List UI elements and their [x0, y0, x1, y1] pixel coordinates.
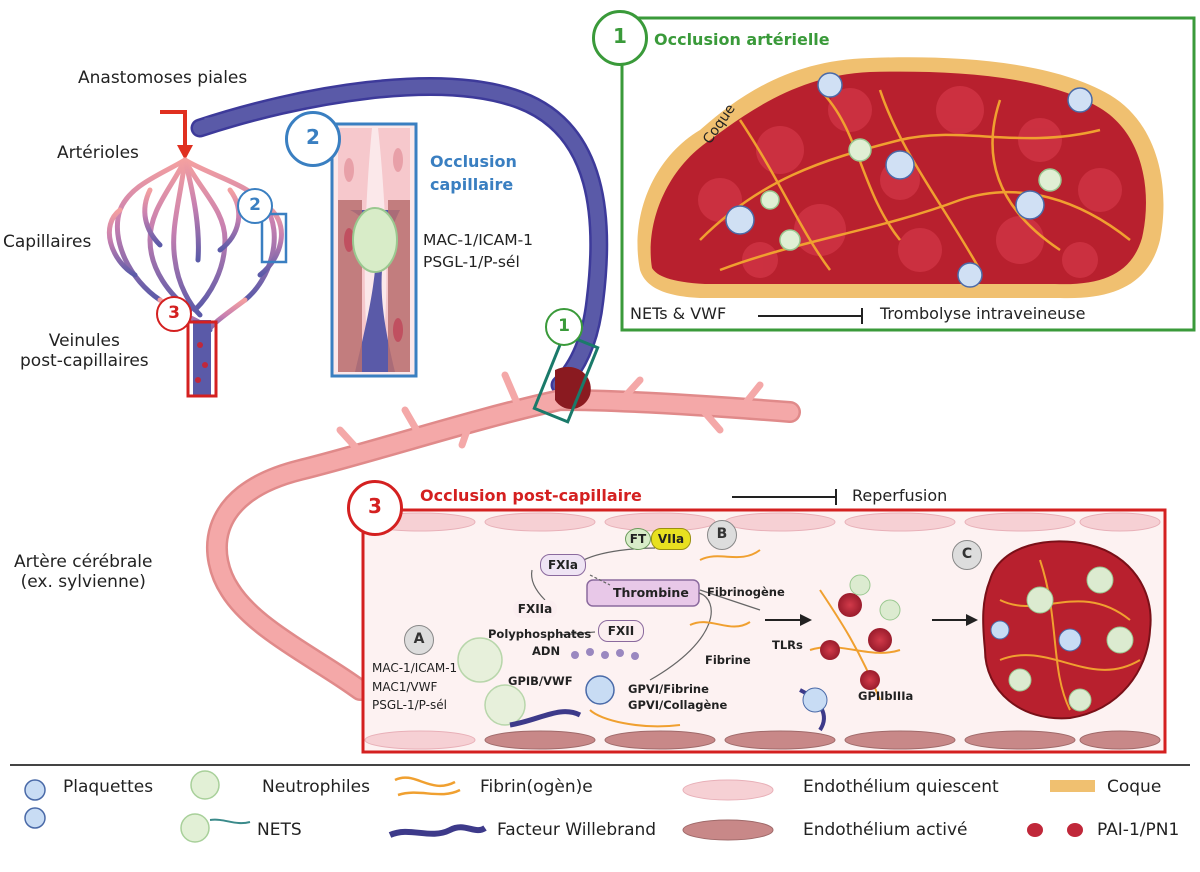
- badge-1-small: 1: [545, 308, 583, 346]
- legend-fibrinogene: Fibrin(ogèn)e: [480, 777, 593, 797]
- clot-b: [689, 549, 901, 732]
- legend-willebrand: Facteur Willebrand: [497, 820, 657, 840]
- nets-vwf-label: NETs & VWF: [630, 304, 727, 323]
- thrombolysis-label: Trombolyse intraveineuse: [880, 304, 1086, 323]
- legend-neutrophiles: Neutrophiles: [262, 777, 370, 797]
- box-2-small: [260, 212, 288, 264]
- clot-c: [982, 540, 1152, 720]
- sub-c-badge: C: [952, 540, 982, 570]
- gpiibiiia-label: GPIIbIIIa: [858, 689, 914, 703]
- fxia-pill: FXIa: [540, 554, 586, 576]
- badge-2-large: 2: [285, 111, 341, 167]
- polyphosphates-label: Polyphosphates: [488, 627, 592, 641]
- label-veinules: Veinules post-capillaires: [20, 331, 149, 372]
- panel-2-box: [330, 122, 418, 378]
- sub-b-badge: B: [707, 520, 737, 550]
- gpib-vwf-label: GPIB/VWF: [508, 674, 573, 688]
- area-a: [457, 637, 681, 728]
- panel-1-title: Occlusion artérielle: [654, 30, 830, 49]
- viia-pill: VIIa: [651, 528, 691, 550]
- tlrs-label: TLRs: [772, 638, 803, 652]
- post-capillary-venule: [193, 320, 211, 396]
- badge-2-small: 2: [237, 188, 273, 224]
- panel-3-title: Occlusion post-capillaire: [420, 486, 642, 505]
- badge-1-large: 1: [592, 10, 648, 66]
- artery-thrombus: [532, 332, 600, 424]
- legend-plaquettes: Plaquettes: [63, 777, 154, 797]
- adn-label: ADN: [532, 644, 561, 658]
- fibrine-label: Fibrine: [705, 653, 751, 667]
- legend-endo-active: Endothélium activé: [803, 820, 968, 840]
- fibrinogene-label: Fibrinogène: [707, 585, 785, 599]
- ft-pill: FT: [625, 528, 651, 550]
- panel-2-mechanisms: MAC-1/ICAM-1 PSGL-1/P-sél: [423, 231, 534, 271]
- label-anastomoses: Anastomoses piales: [78, 68, 248, 88]
- label-artere: Artère cérébrale (ex. sylvienne): [14, 552, 153, 593]
- fxii-pill: FXII: [598, 620, 644, 642]
- panel-2-title: Occlusion capillaire: [430, 152, 517, 195]
- panel-1-box: [620, 16, 1196, 332]
- box-3-small: [186, 320, 218, 398]
- label-arterioles: Artérioles: [57, 143, 139, 163]
- gpvi-fibrine-label: GPVI/Fibrine: [628, 682, 709, 696]
- reperfusion-label: Reperfusion: [852, 486, 948, 505]
- legend-pai: PAI-1/PN1: [1097, 820, 1180, 840]
- legend-coque: Coque: [1107, 777, 1162, 797]
- artery-branches: [266, 371, 764, 484]
- gpvi-collagene-label: GPVI/Collagène: [628, 698, 728, 712]
- sub-a-badge: A: [404, 625, 434, 655]
- panel-3-box: [361, 508, 1167, 754]
- badge-3-small: 3: [156, 296, 192, 332]
- label-capillaires: Capillaires: [3, 232, 92, 252]
- neutrophil-icon: [352, 207, 398, 273]
- capillary-bed: [106, 157, 284, 338]
- panel-3-left-mechanisms: MAC-1/ICAM-1 MAC1/VWF PSGL-1/P-sél: [372, 661, 458, 713]
- legend-nets: NETS: [257, 820, 302, 840]
- fxiia-pill: FXIIa: [513, 600, 557, 618]
- legend-endo-quiescent: Endothélium quiescent: [803, 777, 999, 797]
- thrombine-label: Thrombine: [613, 585, 689, 600]
- badge-3-large: 3: [347, 480, 403, 536]
- legend-icons: [24, 770, 1095, 843]
- flow-arrow-icon: [177, 145, 193, 160]
